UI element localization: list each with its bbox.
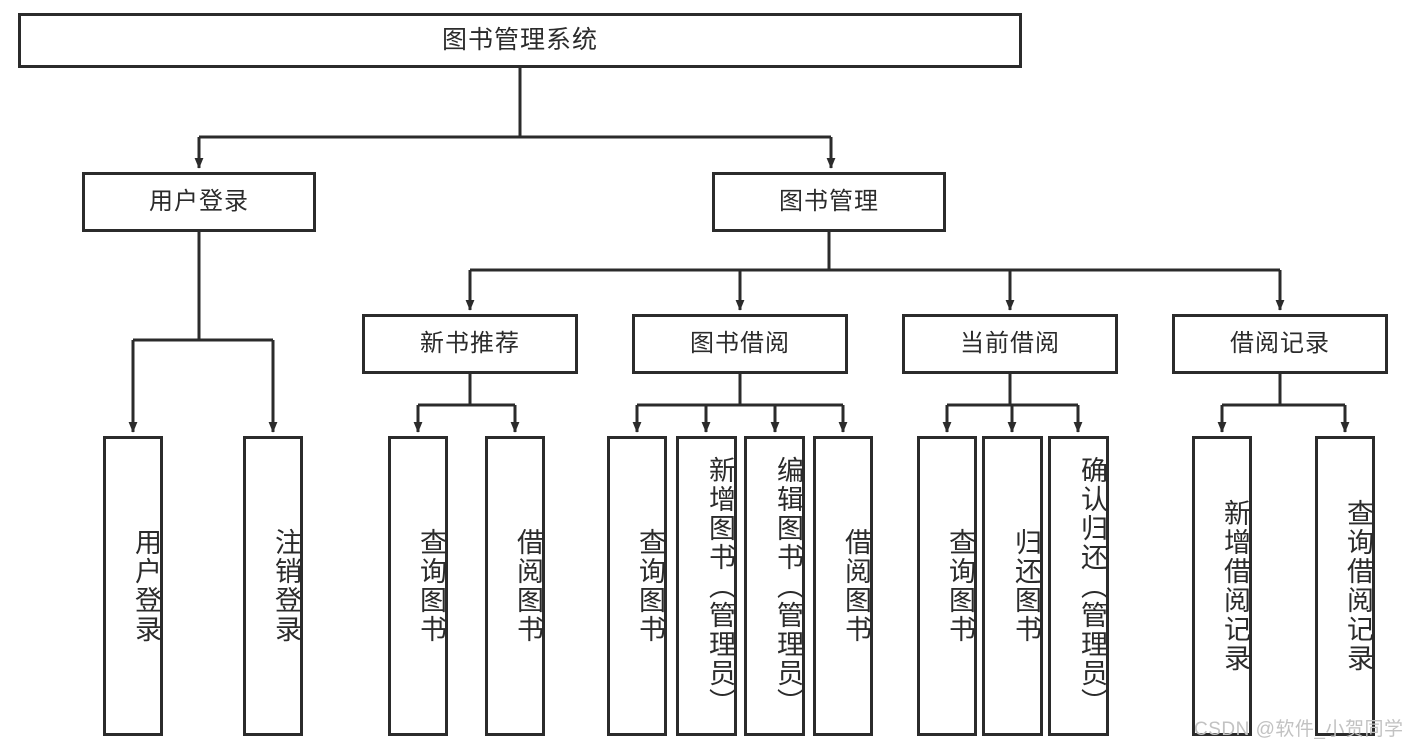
leaf-logout-label: 注销登录 — [271, 528, 301, 644]
leaf-user-login-label: 用户登录 — [131, 528, 161, 644]
leaf-confirm-return-admin[interactable]: 确认归还（管理员） — [1048, 436, 1109, 736]
leaf-add-book-admin[interactable]: 新增图书（管理员） — [676, 436, 737, 736]
leaf-return-book-label: 归还图书 — [1011, 528, 1041, 644]
leaf-query-book-current-label: 查询图书 — [945, 528, 975, 644]
leaf-add-borrow-record-label: 新增借阅记录 — [1220, 499, 1250, 673]
node-current-borrow-label: 当前借阅 — [960, 329, 1060, 357]
node-book-borrow-label: 图书借阅 — [690, 329, 790, 357]
leaf-borrow-book-label: 借阅图书 — [841, 528, 871, 644]
leaf-borrow-book[interactable]: 借阅图书 — [813, 436, 873, 736]
leaf-query-book-current[interactable]: 查询图书 — [917, 436, 977, 736]
leaf-query-book-borrow-label: 查询图书 — [635, 528, 665, 644]
leaf-add-borrow-record[interactable]: 新增借阅记录 — [1192, 436, 1252, 736]
node-user-login-label: 用户登录 — [149, 187, 249, 215]
node-user-login[interactable]: 用户登录 — [82, 172, 316, 232]
node-new-book-recommend-label: 新书推荐 — [420, 329, 520, 357]
node-root-label: 图书管理系统 — [441, 25, 598, 54]
watermark: CSDN @软件_小贺同学 — [1194, 719, 1404, 740]
leaf-query-borrow-record-label: 查询借阅记录 — [1343, 499, 1373, 673]
node-book-borrow[interactable]: 图书借阅 — [632, 314, 848, 374]
leaf-query-book-recommend-label: 查询图书 — [416, 528, 446, 644]
node-borrow-record[interactable]: 借阅记录 — [1172, 314, 1388, 374]
leaf-user-login[interactable]: 用户登录 — [103, 436, 163, 736]
leaf-return-book[interactable]: 归还图书 — [982, 436, 1043, 736]
node-root[interactable]: 图书管理系统 — [18, 13, 1022, 68]
leaf-add-book-admin-label: 新增图书（管理员） — [705, 455, 735, 717]
leaf-edit-book-admin[interactable]: 编辑图书（管理员） — [744, 436, 805, 736]
leaf-logout[interactable]: 注销登录 — [243, 436, 303, 736]
leaf-query-book-borrow[interactable]: 查询图书 — [607, 436, 667, 736]
node-book-manage-label: 图书管理 — [779, 187, 879, 215]
leaf-borrow-book-recommend-label: 借阅图书 — [513, 528, 543, 644]
node-book-manage[interactable]: 图书管理 — [712, 172, 946, 232]
node-new-book-recommend[interactable]: 新书推荐 — [362, 314, 578, 374]
node-borrow-record-label: 借阅记录 — [1230, 329, 1330, 357]
leaf-confirm-return-admin-label: 确认归还（管理员） — [1077, 455, 1107, 717]
leaf-edit-book-admin-label: 编辑图书（管理员） — [773, 455, 803, 717]
node-current-borrow[interactable]: 当前借阅 — [902, 314, 1118, 374]
leaf-query-book-recommend[interactable]: 查询图书 — [388, 436, 448, 736]
leaf-query-borrow-record[interactable]: 查询借阅记录 — [1315, 436, 1375, 736]
leaf-borrow-book-recommend[interactable]: 借阅图书 — [485, 436, 545, 736]
